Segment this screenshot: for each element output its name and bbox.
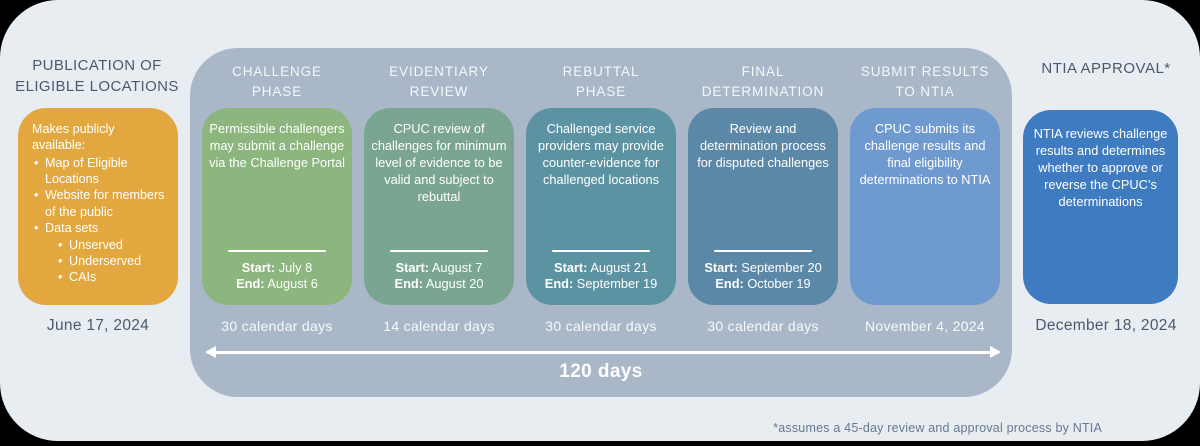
divider-line: [552, 249, 650, 252]
start-label: Start:: [395, 259, 430, 275]
end-value: August 20: [425, 276, 484, 292]
end-label: End:: [394, 276, 423, 292]
phase-dates: Start: August 7 End: August 20: [371, 249, 507, 293]
phase-end: End: August 20: [371, 276, 507, 293]
start-value: September 20: [741, 259, 822, 275]
ntia-date: December 18, 2024: [1035, 317, 1177, 334]
end-value: August 6: [267, 276, 318, 292]
start-value: August 21: [590, 259, 648, 275]
phase-box-3: Review and determination process for dis…: [688, 108, 838, 305]
phase-end: End: October 19: [695, 276, 831, 293]
publication-intro: Makes publicly available:: [32, 122, 115, 153]
phase-date: November 4, 2024: [865, 318, 985, 334]
divider-line: [390, 249, 488, 252]
phase-columns: CHALLENGE PHASE Permissible challengers …: [190, 48, 1012, 334]
bullet-item: Map of Eligible Locations: [34, 155, 170, 188]
phase-box-0: Permissible challengers may submit a cha…: [202, 108, 352, 305]
phase-start: Start: August 21: [533, 260, 669, 277]
phase-box-4: CPUC submits its challenge results and f…: [850, 108, 1000, 305]
phase-column-submit-results: SUBMIT RESULTS TO NTIA CPUC submits its …: [850, 60, 1000, 334]
end-label: End:: [544, 276, 574, 292]
start-label: Start:: [554, 259, 588, 275]
phase-description: Review and determination process for dis…: [697, 121, 829, 170]
phase-title: REBUTTAL PHASE: [562, 64, 640, 99]
ntia-description: NTIA reviews challenge results and deter…: [1033, 126, 1168, 209]
duration-arrow: [205, 346, 1001, 358]
sub-bullet-item: Unserved: [58, 237, 170, 254]
start-label: Start:: [241, 259, 276, 275]
phase-duration: 30 calendar days: [221, 318, 333, 334]
phase-title: FINAL DETERMINATION: [701, 64, 825, 99]
divider-line: [714, 249, 812, 252]
phase-column-evidentiary-review: EVIDENTIARY REVIEW CPUC review of challe…: [364, 60, 514, 334]
sub-bullet-item: Underserved: [58, 253, 170, 270]
phase-end: End: August 6: [209, 276, 345, 293]
phase-dates: Start: August 21 End: September 19: [533, 249, 669, 293]
ntia-box: NTIA reviews challenge results and deter…: [1023, 110, 1178, 304]
phase-box-2: Challenged service providers may provide…: [526, 108, 676, 305]
phase-duration: 14 calendar days: [383, 318, 495, 334]
phase-start: Start: August 7: [371, 260, 507, 277]
publication-date: June 17, 2024: [46, 317, 150, 334]
phase-description: Permissible challengers may submit a cha…: [209, 121, 345, 170]
timeline-track: CHALLENGE PHASE Permissible challengers …: [190, 48, 1012, 397]
publication-title: PUBLICATION OF ELIGIBLE LOCATIONS: [15, 57, 179, 95]
phase-dates: Start: July 8 End: August 6: [209, 249, 345, 293]
publication-sub-bullet-list: Unserved Underserved CAIs: [32, 237, 170, 286]
bullet-item: Data sets: [34, 220, 170, 237]
start-value: July 8: [278, 259, 313, 275]
start-value: August 7: [431, 259, 483, 275]
phase-title: EVIDENTIARY REVIEW: [389, 64, 489, 99]
phase-dates: Start: September 20 End: October 19: [695, 249, 831, 293]
phase-column-final-determination: FINAL DETERMINATION Review and determina…: [688, 60, 838, 334]
start-label: Start:: [704, 259, 738, 275]
ntia-title: NTIA APPROVAL*: [1041, 60, 1171, 77]
footnote: *assumes a 45-day review and approval pr…: [773, 421, 1102, 435]
publication-box: Makes publicly available: Map of Eligibl…: [18, 108, 178, 305]
total-duration-label: 120 days: [559, 361, 643, 382]
phase-title: SUBMIT RESULTS TO NTIA: [860, 64, 990, 99]
end-value: September 19: [576, 276, 658, 292]
phase-title: CHALLENGE PHASE: [232, 64, 322, 99]
phase-box-1: CPUC review of challenges for minimum le…: [364, 108, 514, 305]
publication-bullet-list: Map of Eligible Locations Website for me…: [32, 155, 170, 237]
phase-duration: 30 calendar days: [707, 318, 819, 334]
phase-column-challenge: CHALLENGE PHASE Permissible challengers …: [202, 60, 352, 334]
phase-start: Start: July 8: [209, 260, 345, 277]
divider-line: [228, 249, 326, 252]
sub-bullet-item: CAIs: [58, 269, 170, 286]
phase-description: CPUC submits its challenge results and f…: [859, 121, 991, 187]
phase-end: End: September 19: [533, 276, 669, 293]
phase-start: Start: September 20: [695, 260, 831, 277]
phase-description: CPUC review of challenges for minimum le…: [371, 121, 507, 204]
end-value: October 19: [747, 276, 811, 292]
phase-description: Challenged service providers may provide…: [538, 121, 664, 187]
phase-duration: 30 calendar days: [545, 318, 657, 334]
end-label: End:: [715, 276, 744, 292]
end-label: End:: [236, 276, 265, 292]
bullet-item: Website for members of the public: [34, 187, 170, 220]
phase-column-rebuttal: REBUTTAL PHASE Challenged service provid…: [526, 60, 676, 334]
